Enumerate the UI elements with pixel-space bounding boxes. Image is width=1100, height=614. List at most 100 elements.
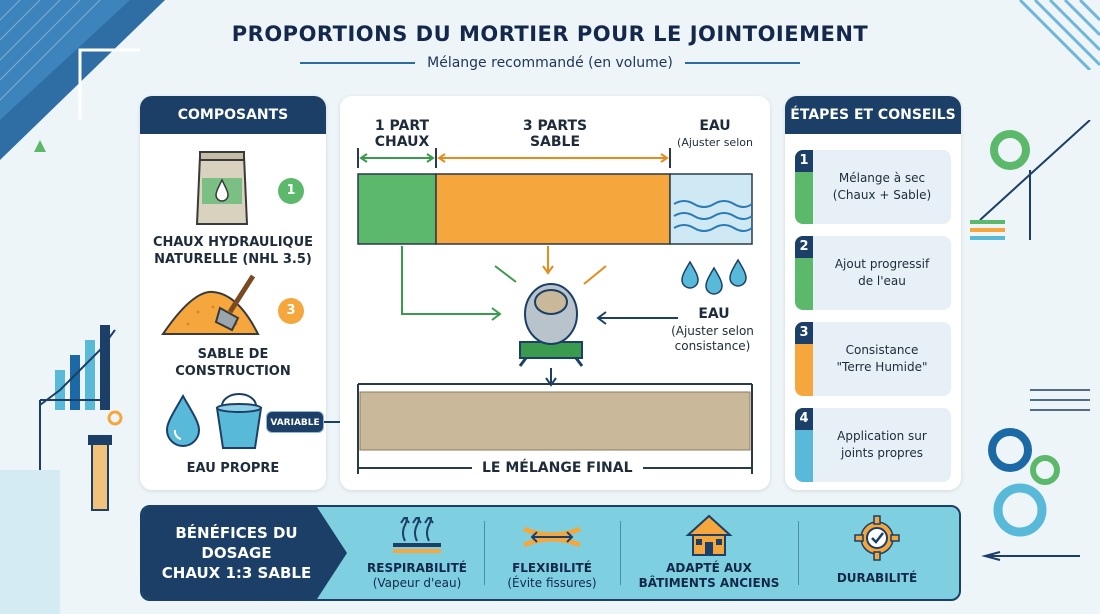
mixer-opening — [534, 289, 568, 315]
lime-dimension-head-right — [426, 153, 435, 163]
durability-gear-icon — [854, 515, 900, 561]
benefit-divider — [798, 521, 799, 585]
water-side-note-line2: consistance) — [674, 339, 751, 353]
sand-dimension-head-right — [660, 153, 669, 163]
final-mix-label: LE MÉLANGE FINAL — [472, 460, 643, 476]
step-color-strip: 4 — [795, 408, 813, 482]
step-number: 4 — [795, 408, 813, 430]
water-top-label: EAU — [699, 118, 731, 134]
water-drop — [681, 260, 699, 289]
step-text-line1: Application sur — [837, 429, 927, 443]
benefits-header-line1: BÉNÉFICES DU — [175, 524, 298, 542]
step-color-strip: 2 — [795, 236, 813, 310]
lime-label-line2: NATURELLE (NHL 3.5) — [154, 252, 312, 267]
benefit-durability: DURABILITÉ — [802, 507, 952, 599]
lime-flow-arrowhead — [491, 307, 502, 321]
subtitle-rule-right — [684, 62, 800, 64]
mix-in-arrow-left — [494, 265, 517, 283]
step-number: 3 — [795, 322, 813, 344]
lime-label: CHAUX HYDRAULIQUE NATURELLE (NHL 3.5) — [140, 234, 326, 268]
components-panel: COMPOSANTS 1 CHAUX HYDRAULIQUE NATURELLE… — [140, 96, 326, 490]
durability-title: DURABILITÉ — [836, 571, 918, 585]
step-text-line1: Mélange à sec — [838, 171, 926, 185]
house-icon — [685, 514, 733, 556]
decorative-corner-top-right — [1018, 0, 1100, 70]
step-number: 1 — [795, 150, 813, 172]
benefit-old-buildings: ADAPTÉ AUX BÂTIMENTS ANCIENS — [624, 507, 794, 599]
step-color-strip: 3 — [795, 322, 813, 396]
water-side-label: EAU — [698, 306, 730, 322]
lime-bar — [357, 173, 437, 245]
sand-quantity-badge: 3 — [278, 298, 304, 324]
water-flow-arrowhead — [596, 311, 607, 325]
water-drop — [705, 266, 723, 295]
water-side-note-line1: (Ajuster selon — [671, 324, 754, 338]
sand-part-line1: 3 PARTS — [522, 118, 588, 134]
step-number: 2 — [795, 236, 813, 258]
water-label: EAU PROPRE — [186, 461, 280, 476]
water-top-note: (Ajuster selon — [677, 136, 753, 149]
lime-part-label: 1 PART CHAUX — [354, 118, 450, 150]
mix-diagram-panel: 1 PART CHAUX 3 PARTS SABLE EAU (Ajuster … — [340, 96, 770, 490]
breathability-title: RESPIRABILITÉ — [367, 561, 467, 575]
step-text-line2: (Chaux + Sable) — [832, 188, 932, 202]
sand-label: SABLE DE CONSTRUCTION — [140, 346, 326, 380]
sand-part-line2: SABLE — [529, 134, 581, 150]
decorative-corner-top-left — [0, 0, 165, 160]
benefit-flexibility: FLEXIBILITÉ (Évite fissures) — [487, 507, 617, 599]
step-text-line2: "Terre Humide" — [836, 360, 928, 374]
steps-header: ÉTAPES ET CONSEILS — [785, 96, 961, 134]
step-text-line1: Ajout progressif — [834, 257, 930, 271]
old-buildings-title: ADAPTÉ AUX — [666, 561, 752, 575]
sand-dimension-head-left — [437, 153, 446, 163]
benefits-banner: BÉNÉFICES DU DOSAGE CHAUX 1:3 SABLE RESP… — [140, 505, 961, 601]
sand-pile-icon — [161, 274, 260, 335]
mixer-leg — [574, 357, 584, 367]
benefits-header-block: BÉNÉFICES DU DOSAGE CHAUX 1:3 SABLE — [142, 507, 347, 599]
benefit-divider — [484, 521, 485, 585]
components-header: COMPOSANTS — [140, 96, 326, 134]
step-text: Consistance "Terre Humide" — [817, 322, 947, 396]
lime-part-line1: 1 PART — [374, 118, 430, 134]
decorative-gears-right — [970, 120, 1091, 561]
step-text-line1: Consistance — [845, 343, 919, 357]
step-text: Application sur joints propres — [817, 408, 947, 482]
lime-part-line2: CHAUX — [374, 134, 430, 150]
sand-label-line2: CONSTRUCTION — [175, 364, 291, 379]
step-text: Ajout progressif de l'eau — [817, 236, 947, 310]
step-text-line2: de l'eau — [858, 274, 906, 288]
sand-bar — [435, 173, 671, 245]
benefits-header: BÉNÉFICES DU DOSAGE CHAUX 1:3 SABLE — [154, 523, 319, 583]
lime-dimension-head-left — [359, 153, 368, 163]
lime-quantity-badge: 1 — [278, 178, 304, 204]
sand-label-line1: SABLE DE — [197, 347, 269, 362]
water-bar — [669, 173, 753, 245]
subtitle-row: Mélange recommandé (en volume) — [300, 52, 800, 74]
old-buildings-sub: BÂTIMENTS ANCIENS — [638, 576, 780, 590]
breathability-sub: (Vapeur d'eau) — [372, 576, 462, 590]
water-wave — [673, 212, 753, 220]
page-subtitle: Mélange recommandé (en volume) — [427, 55, 673, 71]
flexibility-sub: (Évite fissures) — [507, 576, 597, 590]
subtitle-rule-left — [300, 62, 416, 64]
page-title: PROPORTIONS DU MORTIER POUR LE JOINTOIEM… — [231, 22, 869, 46]
benefits-header-line2: DOSAGE — [201, 544, 272, 562]
variable-tag: VARIABLE — [266, 411, 324, 433]
water-drop — [729, 258, 747, 287]
water-drop-icon — [165, 393, 201, 447]
bucket-icon — [215, 393, 263, 449]
water-wave — [673, 224, 753, 232]
mixer-leg — [518, 357, 528, 367]
step-color-strip: 1 — [795, 150, 813, 224]
water-wave — [673, 200, 753, 208]
benefit-divider — [620, 521, 621, 585]
step-text: Mélange à sec (Chaux + Sable) — [817, 150, 947, 224]
proportion-bars — [357, 148, 753, 474]
lime-label-line1: CHAUX HYDRAULIQUE — [152, 235, 314, 250]
step-text-line2: joints propres — [841, 446, 923, 460]
flexibility-icon — [523, 526, 581, 548]
